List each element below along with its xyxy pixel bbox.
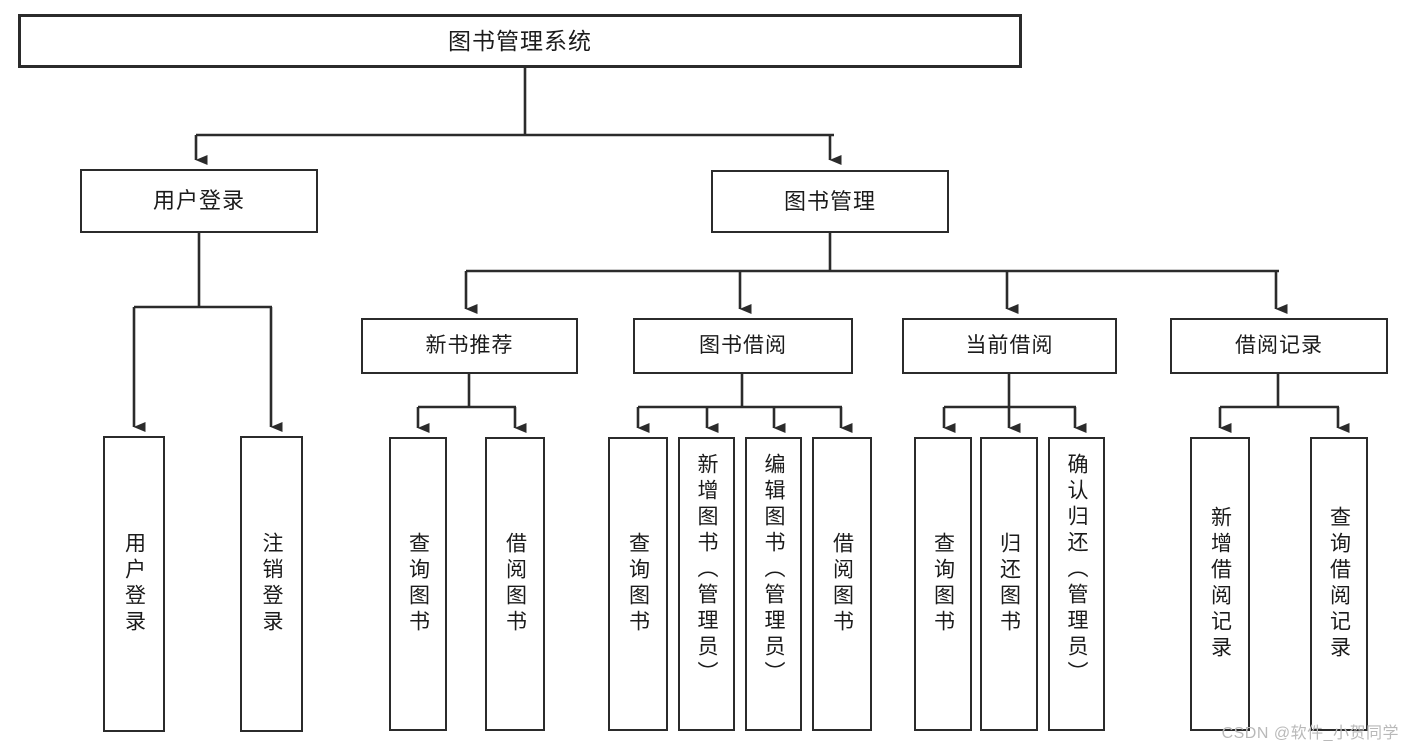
node-label: 查询图书	[406, 532, 430, 636]
node-label: 新增借阅记录	[1208, 506, 1232, 662]
node-book-manage[interactable]: 图书管理	[711, 170, 949, 233]
node-label: 借阅图书	[830, 532, 854, 636]
node-leaf-borrow-book-new[interactable]: 借阅图书	[485, 437, 545, 731]
node-root-book-management-system[interactable]: 图书管理系统	[18, 14, 1022, 68]
node-leaf-logout[interactable]: 注销登录	[240, 436, 303, 732]
node-label: 借阅图书	[503, 532, 527, 636]
node-leaf-confirm-return[interactable]: 确认归还（管理员）	[1048, 437, 1105, 731]
node-label: 借阅记录	[1235, 333, 1323, 357]
node-leaf-edit-book[interactable]: 编辑图书（管理员）	[745, 437, 802, 731]
node-label: 编辑图书（管理员）	[762, 453, 785, 687]
node-book-borrow[interactable]: 图书借阅	[633, 318, 853, 374]
node-label: 新增图书（管理员）	[695, 453, 718, 687]
node-label: 图书借阅	[699, 333, 787, 357]
node-label: 确认归还（管理员）	[1065, 453, 1088, 687]
node-label: 新书推荐	[425, 333, 514, 357]
node-leaf-query-borrow-record[interactable]: 查询借阅记录	[1310, 437, 1368, 731]
node-label: 查询借阅记录	[1327, 506, 1351, 662]
node-label: 图书管理	[783, 188, 876, 214]
node-leaf-add-book[interactable]: 新增图书（管理员）	[678, 437, 735, 731]
node-leaf-query-book-borrow[interactable]: 查询图书	[608, 437, 668, 731]
node-leaf-borrow-book-borrow[interactable]: 借阅图书	[812, 437, 872, 731]
node-label: 图书管理系统	[448, 27, 592, 54]
node-new-book-recommend[interactable]: 新书推荐	[361, 318, 578, 374]
node-label: 当前借阅	[965, 333, 1054, 357]
node-borrow-record[interactable]: 借阅记录	[1170, 318, 1388, 374]
node-label: 用户登录	[122, 532, 146, 636]
node-leaf-add-borrow-record[interactable]: 新增借阅记录	[1190, 437, 1250, 731]
node-label: 查询图书	[931, 532, 955, 636]
node-leaf-query-book-new[interactable]: 查询图书	[389, 437, 447, 731]
node-leaf-user-login[interactable]: 用户登录	[103, 436, 165, 732]
node-leaf-query-book-current[interactable]: 查询图书	[914, 437, 972, 731]
node-label: 用户登录	[152, 188, 245, 214]
node-current-borrow[interactable]: 当前借阅	[902, 318, 1117, 374]
node-label: 查询图书	[626, 532, 650, 636]
node-leaf-return-book[interactable]: 归还图书	[980, 437, 1038, 731]
node-label: 归还图书	[997, 532, 1021, 636]
node-user-login[interactable]: 用户登录	[80, 169, 318, 233]
node-label: 注销登录	[260, 532, 283, 636]
